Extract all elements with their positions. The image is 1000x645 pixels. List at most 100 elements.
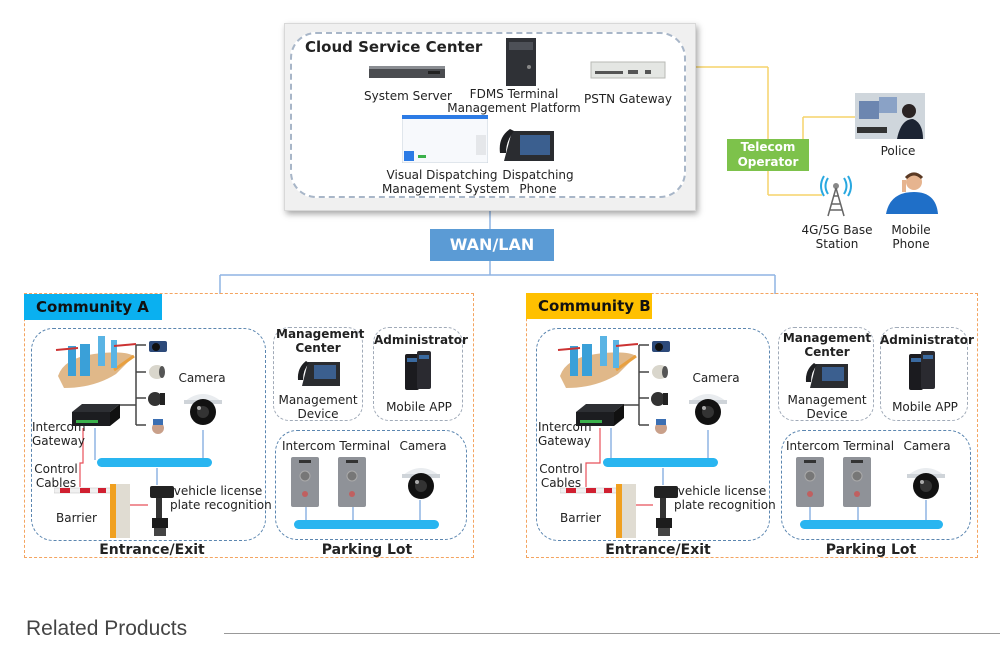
- community-a-gateway-label-line2: Gateway: [32, 434, 86, 448]
- community-b-admin-frame: [880, 327, 968, 421]
- community-b-parking-title: Parking Lot: [825, 542, 917, 558]
- community-a-intercom-terminal-icon: [338, 457, 366, 507]
- community-b-mobile-app-label: Mobile APP: [892, 400, 958, 414]
- visual-dispatching-label-line2: Management System: [382, 182, 510, 196]
- community-a-speaker-icon: [149, 365, 165, 379]
- community-a-cables-label-line2: Cables: [35, 476, 77, 490]
- community-a-lpr-camera-icon: [150, 486, 174, 536]
- community-b-entrance-camera-label: Camera: [692, 371, 740, 385]
- telecom-line1: Telecom: [740, 140, 796, 154]
- telecom-line2: Operator: [737, 155, 799, 169]
- related-products-divider: [224, 633, 1000, 634]
- community-a-entrance-frame: [31, 328, 266, 541]
- community-b-cables-label-line1: Control: [539, 462, 583, 476]
- community-a-parking-title: Parking Lot: [321, 542, 413, 558]
- community-a-mobile-app-label: Mobile APP: [386, 400, 452, 414]
- community-b-management-frame: [778, 327, 874, 421]
- cloud-service-title: Cloud Service Center: [305, 38, 483, 56]
- community-a-admin-frame: [373, 327, 463, 421]
- dispatching-phone-icon: [499, 129, 554, 161]
- community-b-intercom-gateway-icon: [576, 404, 624, 426]
- community-b-barrier-label: Barrier: [560, 511, 601, 525]
- community-a-access-gates-icon: [55, 336, 136, 388]
- community-a-card-reader-icon: [149, 341, 167, 352]
- community-b-intercom-terminal-icon: [843, 457, 871, 507]
- community-a-intercom-gateway-icon: [72, 404, 120, 426]
- community-a-entrance-camera-label: Camera: [178, 371, 226, 385]
- community-a-management-title-line2: Center: [295, 341, 341, 355]
- community-b-gateway-label-line2: Gateway: [538, 434, 592, 448]
- community-a-frame: [24, 293, 474, 558]
- community-a-gateway-label-line1: Intercom: [32, 420, 86, 434]
- community-a-button-icon: [152, 419, 164, 434]
- community-b-access-gates-icon: [557, 336, 638, 388]
- community-a-lpr-label-line1: vehicle license: [173, 484, 263, 498]
- cell-tower-icon: [820, 175, 852, 217]
- community-a-parking-frame: [275, 430, 467, 540]
- community-a-barrier-gate-icon: [54, 484, 130, 538]
- dispatching-phone-label-line1: Dispatching: [502, 168, 574, 182]
- community-b-entrance-frame: [536, 328, 770, 541]
- community-b-management-title-line1: Management: [782, 331, 872, 345]
- community-a-admin-title: Administrator: [374, 333, 468, 347]
- community-b-title: Community B: [526, 293, 652, 319]
- related-products-heading: Related Products: [26, 617, 188, 640]
- community-b-parking-frame: [781, 430, 971, 540]
- community-b-gateway-label-line1: Intercom: [538, 420, 592, 434]
- community-b-management-device-label-line1: Management: [787, 393, 867, 407]
- fdms-tower-server-icon: [506, 38, 536, 86]
- system-server-label: System Server: [364, 89, 452, 103]
- community-b-smartphone-icon: [909, 351, 935, 390]
- community-b-parking-dome-camera-icon: [907, 468, 945, 499]
- community-b-barrier-gate-icon: [560, 484, 636, 538]
- community-a-parking-dome-camera-icon: [402, 468, 440, 499]
- community-b-lpr-camera-icon: [654, 486, 678, 536]
- mobile-phone-label-line2: Phone: [892, 237, 930, 251]
- fdms-label-line1: FDMS Terminal: [469, 87, 559, 101]
- community-b-dome-camera-icon: [689, 394, 727, 425]
- community-a-dome-camera-icon: [184, 394, 222, 425]
- community-a-siren-icon: [148, 392, 165, 406]
- community-a-parking-camera-label: Camera: [399, 439, 447, 453]
- community-b-card-reader-icon: [652, 341, 670, 352]
- community-b-management-title-line2: Center: [804, 345, 850, 359]
- mobile-phone-user-photo-icon: [886, 172, 938, 214]
- cloud-service-frame: [290, 32, 686, 198]
- dispatching-phone-label-line2: Phone: [519, 182, 557, 196]
- community-b-entrance-title: Entrance/Exit: [605, 542, 711, 558]
- community-a-entrance-network-bus: [97, 458, 212, 467]
- telecom-operator-label: Telecom Operator: [727, 139, 809, 171]
- community-b-button-icon: [655, 419, 667, 434]
- police-label: Police: [880, 144, 916, 158]
- system-server-icon: [369, 66, 445, 78]
- community-b-intercom-terminal-label: Intercom Terminal: [786, 439, 895, 453]
- community-a-intercom-terminal-label: Intercom Terminal: [282, 439, 391, 453]
- pstn-gateway-icon: [590, 61, 666, 79]
- community-a-cables-label-line1: Control: [34, 462, 78, 476]
- community-b-management-device-label-line2: Device: [806, 407, 848, 421]
- community-b-parking-network-bus: [800, 520, 943, 529]
- community-a-smartphone-icon: [405, 351, 431, 390]
- community-a-entrance-title: Entrance/Exit: [99, 542, 205, 558]
- community-b-admin-title: Administrator: [880, 333, 974, 347]
- community-b-parking-camera-label: Camera: [903, 439, 951, 453]
- community-a-barrier-label: Barrier: [56, 511, 97, 525]
- wan-lan-label: WAN/LAN: [430, 229, 554, 261]
- community-a-parking-network-bus: [294, 520, 439, 529]
- community-b-lpr-label-line2: plate recognition: [674, 498, 776, 512]
- visual-dispatching-screen-icon: [402, 115, 488, 163]
- community-a-management-device-label-line1: Management: [278, 393, 358, 407]
- community-a-management-title-line1: Management: [276, 327, 365, 341]
- visual-dispatching-label-line1: Visual Dispatching: [386, 168, 498, 182]
- community-a-intercom-terminal-icon: [291, 457, 319, 507]
- community-b-siren-icon: [651, 392, 668, 406]
- community-a-management-phone-icon: [297, 361, 340, 386]
- community-a-management-frame: [273, 327, 363, 421]
- community-b-intercom-terminal-icon: [796, 457, 824, 507]
- police-dispatcher-photo-icon: [855, 93, 925, 139]
- community-b-management-phone-icon: [805, 363, 848, 388]
- community-b-cables-label-line2: Cables: [540, 476, 582, 490]
- community-a-management-device-label-line2: Device: [297, 407, 339, 421]
- fdms-label-line2: Management Platform: [447, 101, 581, 115]
- mobile-phone-label-line1: Mobile: [891, 223, 931, 237]
